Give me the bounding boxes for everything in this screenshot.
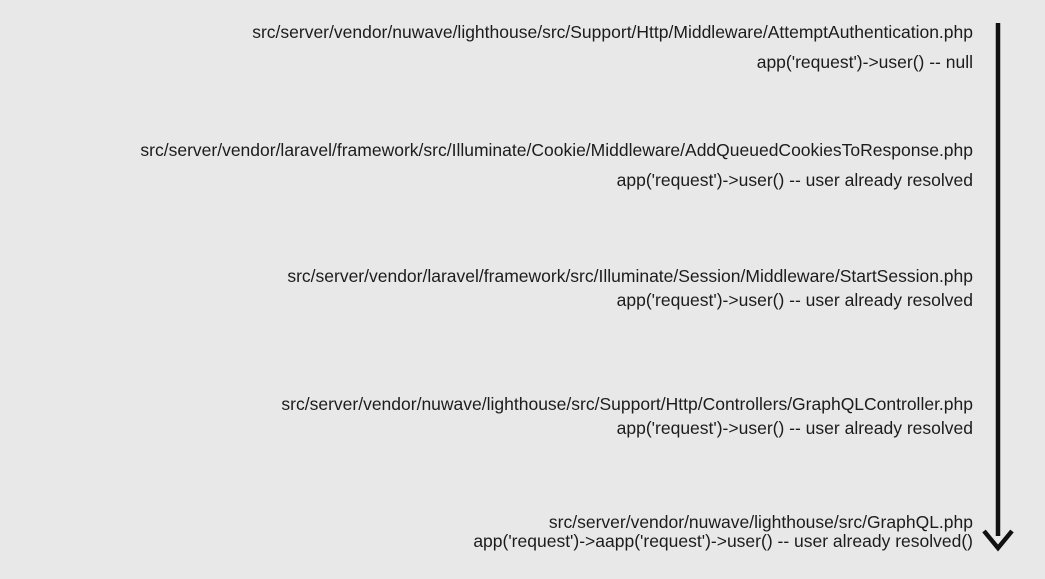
file-path: src/server/vendor/nuwave/lighthouse/src/… [281,394,973,414]
flow-step-graphql: src/server/vendor/nuwave/lighthouse/src/… [473,513,973,551]
file-path: src/server/vendor/laravel/framework/src/… [140,140,973,160]
flow-step-start-session: src/server/vendor/laravel/framework/src/… [287,264,973,312]
code-annotation: app('request')->aapp('request')->user() … [473,531,973,551]
flow-step-add-queued-cookies: src/server/vendor/laravel/framework/src/… [140,135,973,195]
flow-step-attempt-authentication: src/server/vendor/nuwave/lighthouse/src/… [252,17,973,77]
code-annotation: app('request')->user() -- null [756,52,973,72]
down-arrow-icon [982,23,1014,552]
code-annotation: app('request')->user() -- user already r… [616,418,973,438]
code-annotation: app('request')->user() -- user already r… [616,170,973,190]
flow-step-graphql-controller: src/server/vendor/nuwave/lighthouse/src/… [281,392,973,440]
file-path: src/server/vendor/nuwave/lighthouse/src/… [252,22,973,42]
file-path: src/server/vendor/laravel/framework/src/… [287,266,973,286]
file-path: src/server/vendor/nuwave/lighthouse/src/… [548,512,973,532]
code-annotation: app('request')->user() -- user already r… [616,290,973,310]
